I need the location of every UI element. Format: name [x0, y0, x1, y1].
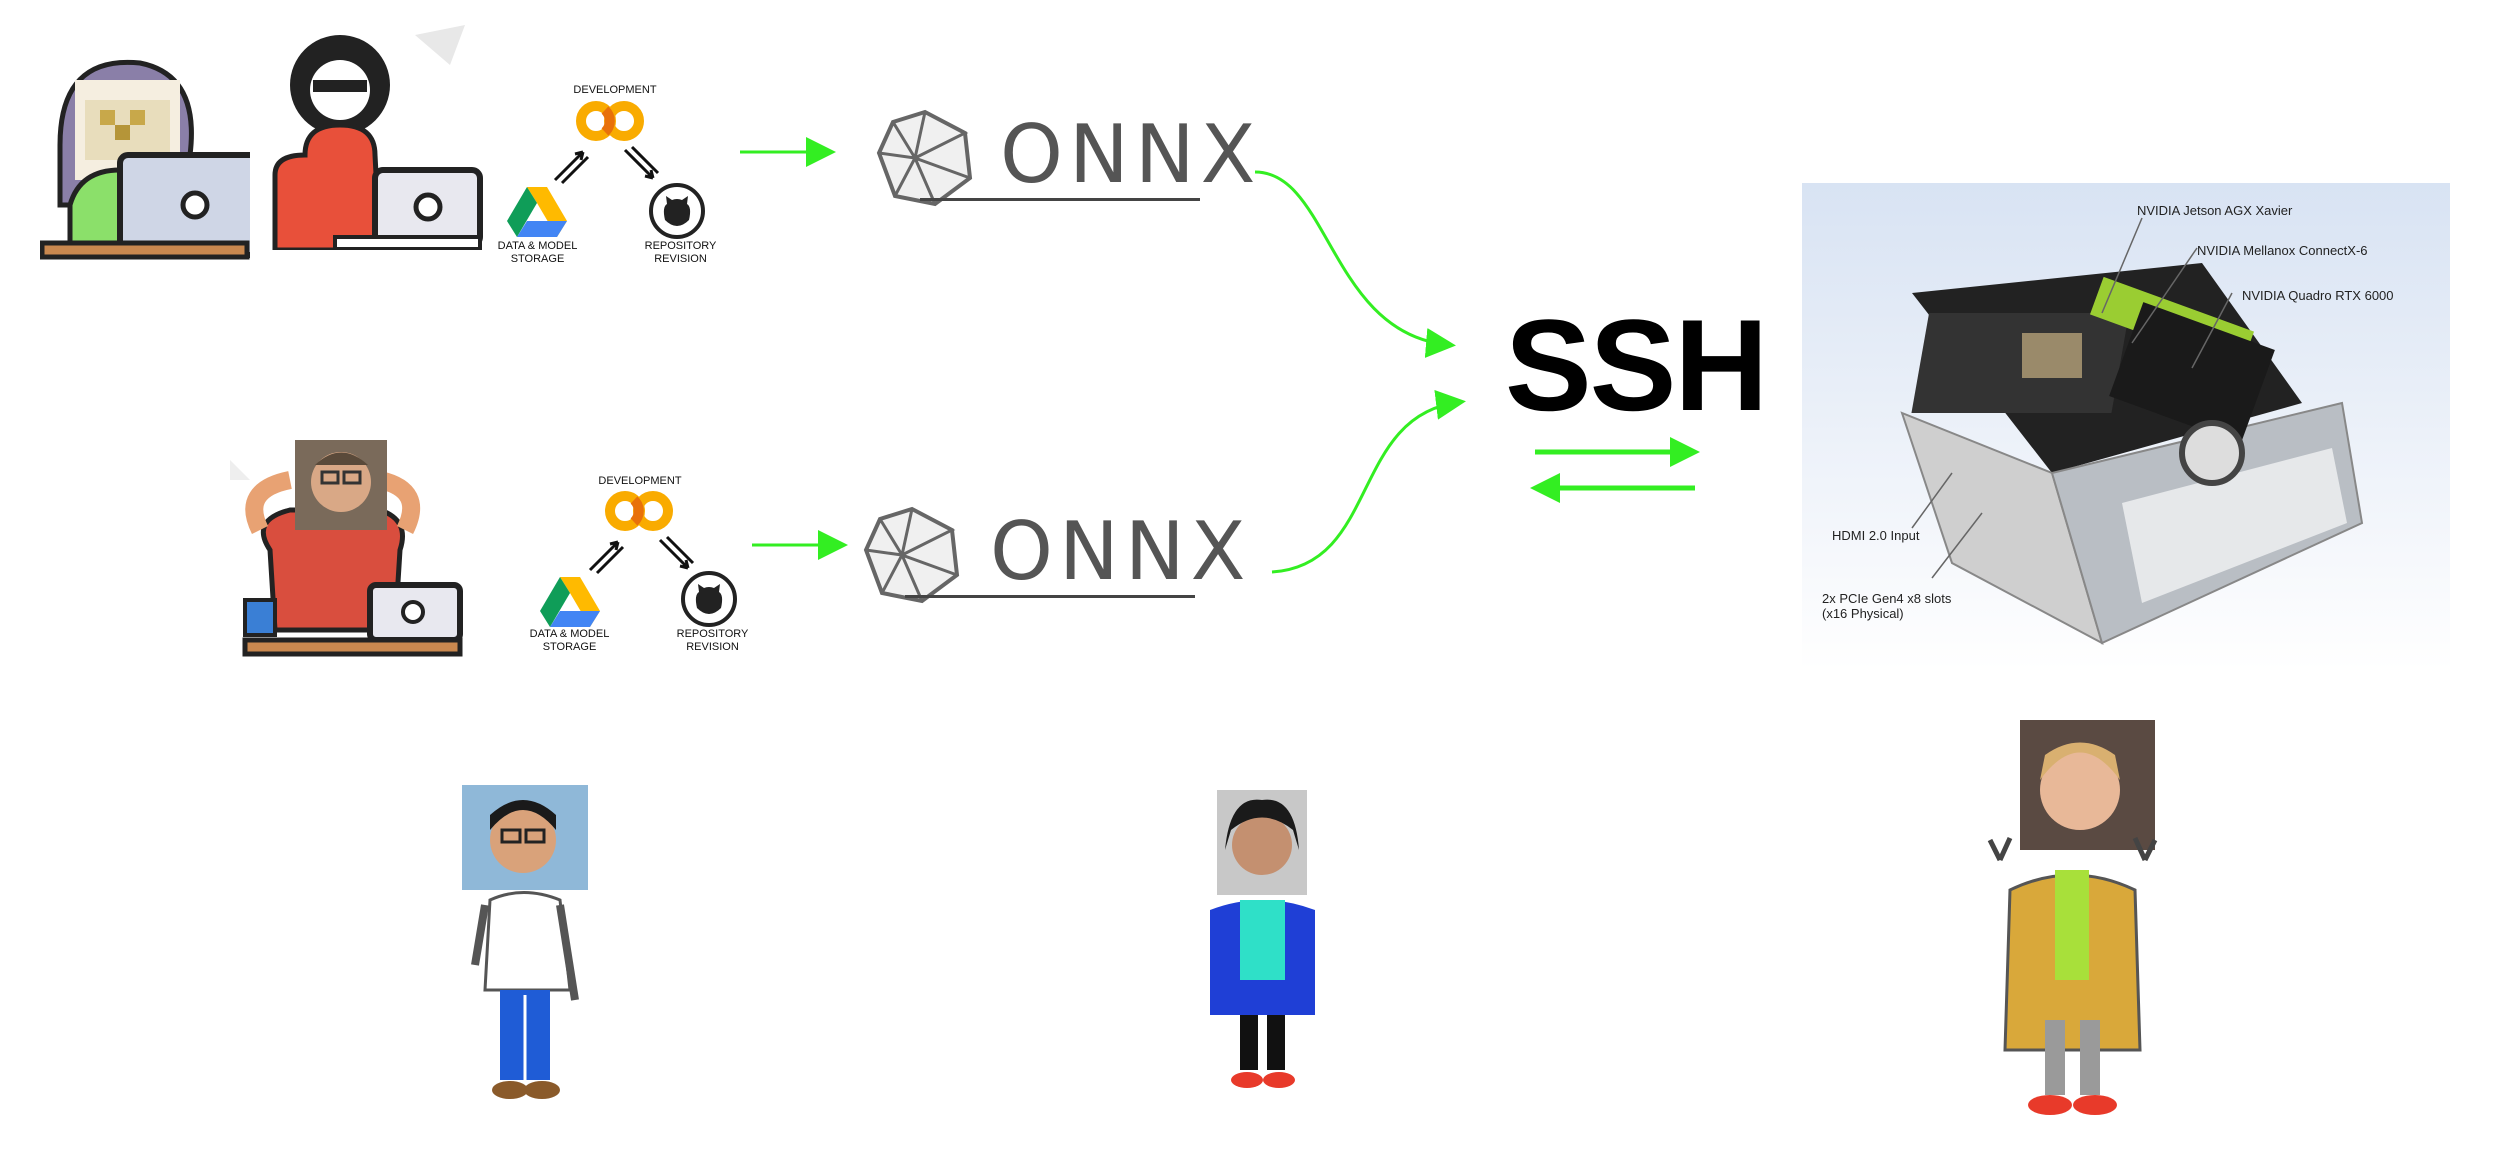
sync-arrows-right	[623, 145, 660, 180]
google-drive-icon	[507, 187, 567, 237]
development-label: DEVELOPMENT	[573, 84, 657, 96]
github-octocat-icon	[272, 25, 483, 250]
repo-line2-bottom: REVISION	[686, 641, 739, 653]
arrow-onnx-top-to-ssh	[1254, 170, 1456, 358]
label-quadro: NVIDIA Quadro RTX 6000	[2242, 288, 2394, 303]
label-pcie: 2x PCIe Gen4 x8 slots (x16 Physical)	[1822, 591, 1951, 621]
sync-arrows-left-bottom	[588, 540, 625, 575]
storage-line2: STORAGE	[510, 253, 565, 265]
onnx-logo-icon-bottom	[863, 506, 960, 604]
development-label-bottom: DEVELOPMENT	[598, 475, 682, 487]
onnx-underline-bottom	[905, 595, 1195, 598]
nvidia-hardware-image: NVIDIA Jetson AGX Xavier NVIDIA Mellanox…	[1802, 183, 2450, 670]
colab-logo-icon	[576, 101, 644, 141]
data-model-storage-label: DATA & MODEL STORAGE	[490, 240, 585, 266]
repo-line1-bottom: REPOSITORY	[676, 628, 749, 640]
label-pcie-line2: (x16 Physical)	[1822, 606, 1904, 621]
label-hdmi: HDMI 2.0 Input	[1832, 528, 1920, 543]
ssh-label: SSH	[1505, 292, 1768, 438]
developer-laptop-icon	[40, 59, 250, 260]
data-model-storage-label-bottom: DATA & MODEL STORAGE	[522, 628, 617, 654]
github-icon	[649, 183, 705, 239]
onnx-logo-icon	[876, 109, 973, 207]
repository-revision-label: REPOSITORY REVISION	[633, 240, 728, 266]
google-drive-icon-bottom	[540, 577, 600, 627]
repository-revision-label-bottom: REPOSITORY REVISION	[665, 628, 760, 654]
hardware-illustration	[1900, 217, 2364, 646]
label-pcie-line1: 2x PCIe Gen4 x8 slots	[1822, 591, 1952, 606]
onnx-underline-top	[920, 198, 1200, 201]
repo-line1: REPOSITORY	[644, 240, 717, 252]
github-icon-bottom	[681, 571, 737, 627]
person-figure-1	[462, 785, 588, 1099]
label-mellanox: NVIDIA Mellanox ConnectX-6	[2197, 243, 2368, 258]
developer-relaxing-icon	[230, 440, 463, 657]
onnx-label-bottom: ONNX	[990, 505, 1252, 598]
sync-arrows-left	[553, 150, 590, 185]
storage-line1-bottom: DATA & MODEL	[529, 628, 610, 640]
storage-line2-bottom: STORAGE	[542, 641, 597, 653]
person-figure-2	[1210, 790, 1315, 1088]
storage-line1: DATA & MODEL	[497, 240, 578, 252]
colab-logo-icon-bottom	[605, 491, 673, 531]
arrow-onnx-bottom-to-ssh	[1271, 389, 1466, 574]
sync-arrows-right-bottom	[658, 535, 695, 570]
onnx-label-top: ONNX	[1000, 108, 1262, 201]
person-figure-3	[1987, 720, 2158, 1115]
repo-line2: REVISION	[654, 253, 707, 265]
label-jetson: NVIDIA Jetson AGX Xavier	[2137, 203, 2293, 218]
